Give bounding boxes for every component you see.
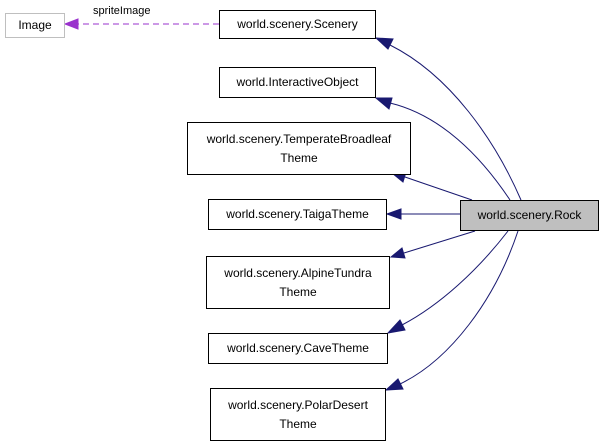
- node-alpine-tundra[interactable]: world.scenery.AlpineTundra Theme: [206, 256, 390, 309]
- edge-rock-to-alpine-tundra: [389, 230, 476, 259]
- node-polar-desert[interactable]: world.scenery.PolarDesert Theme: [210, 388, 386, 441]
- node-scenery-label: world.scenery.Scenery: [237, 17, 358, 31]
- node-temperate-broadleaf[interactable]: world.scenery.TemperateBroadleaf Theme: [187, 122, 411, 175]
- edge-rock-to-cave: [386, 230, 509, 334]
- node-polar-desert-line2: Theme: [279, 416, 317, 431]
- node-temperate-broadleaf-line1: world.scenery.TemperateBroadleaf: [206, 131, 392, 146]
- node-taiga-label: world.scenery.TaigaTheme: [226, 207, 369, 221]
- node-cave-label: world.scenery.CaveTheme: [227, 341, 369, 355]
- node-image[interactable]: Image: [5, 13, 65, 38]
- node-scenery[interactable]: world.scenery.Scenery: [219, 10, 376, 39]
- node-polar-desert-line1: world.scenery.PolarDesert: [228, 397, 368, 412]
- edge-rock-to-scenery: [374, 37, 522, 201]
- node-interactive-object-label: world.InteractiveObject: [236, 75, 359, 89]
- edge-scenery-to-image: [63, 18, 219, 30]
- edge-label-sprite-image: spriteImage: [93, 5, 151, 17]
- node-cave[interactable]: world.scenery.CaveTheme: [208, 333, 388, 364]
- edge-rock-to-interactive-object: [374, 97, 511, 201]
- node-temperate-broadleaf-line2: Theme: [280, 150, 318, 165]
- edge-rock-to-taiga: [385, 208, 460, 220]
- edge-rock-to-polar-desert: [384, 230, 519, 391]
- node-alpine-tundra-line1: world.scenery.AlpineTundra: [224, 265, 372, 280]
- node-alpine-tundra-line2: Theme: [279, 284, 317, 299]
- edge-rock-to-temperate-broadleaf: [390, 171, 473, 201]
- node-rock-label: world.scenery.Rock: [477, 208, 582, 222]
- node-interactive-object[interactable]: world.InteractiveObject: [219, 67, 376, 98]
- node-rock[interactable]: world.scenery.Rock: [460, 200, 599, 231]
- node-image-label: Image: [18, 18, 52, 32]
- node-taiga[interactable]: world.scenery.TaigaTheme: [208, 199, 387, 230]
